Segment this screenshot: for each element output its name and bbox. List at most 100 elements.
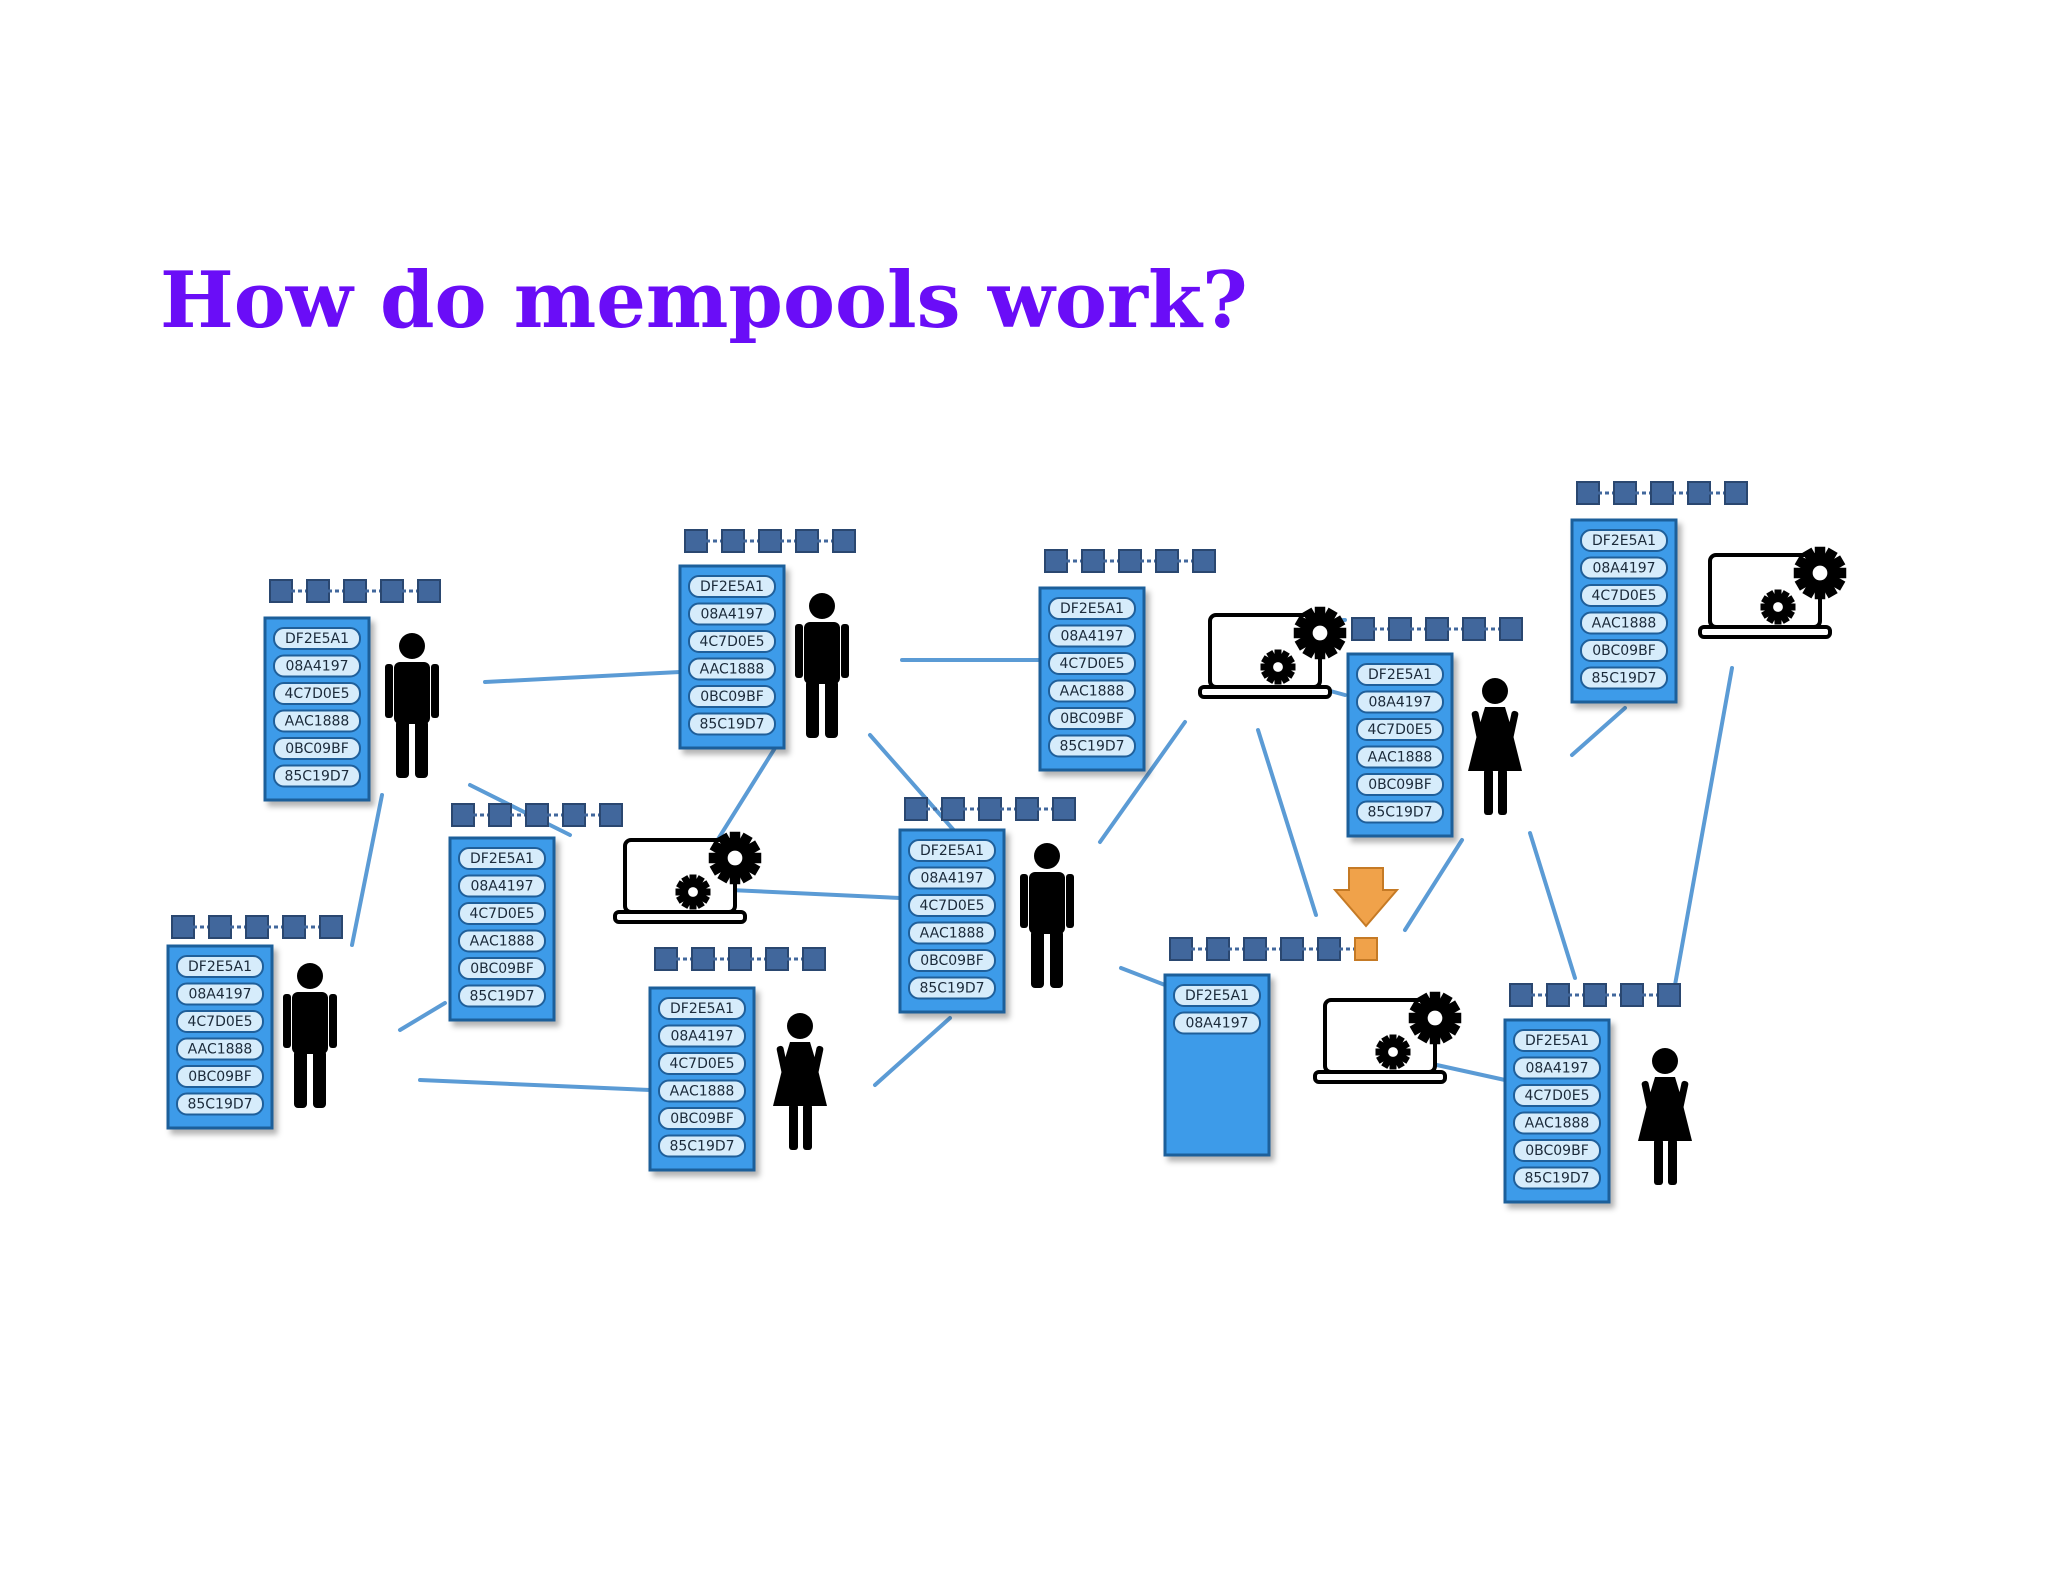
transaction-id: 85C19D7: [469, 989, 534, 1005]
blockchain: [1576, 481, 1748, 505]
transaction-id: DF2E5A1: [670, 1001, 734, 1017]
transaction-id: 85C19D7: [1591, 671, 1656, 687]
transaction-pill: [1513, 1029, 1601, 1052]
network-link: [1528, 831, 1577, 980]
blockchain: [451, 803, 623, 827]
transaction-id: 08A4197: [920, 871, 983, 887]
transaction-pill: [1173, 984, 1261, 1007]
transaction-pill: [273, 709, 361, 733]
block-square: [343, 579, 367, 603]
transaction-id: DF2E5A1: [1185, 988, 1249, 1004]
transaction-id: 0BC09BF: [470, 961, 534, 977]
network-node: DF2E5A108A41974C7D0E5AAC18880BC09BF85C19…: [648, 947, 827, 1172]
block-square: [599, 803, 623, 827]
block-square: [941, 797, 965, 821]
network-node: DF2E5A108A41974C7D0E5AAC18880BC09BF85C19…: [898, 797, 1076, 1014]
block-square: [1657, 983, 1681, 1007]
transaction-id: 4C7D0E5: [187, 1014, 252, 1030]
transaction-pill: [458, 902, 546, 925]
transaction-pill: [688, 602, 776, 626]
transaction-pill: [458, 847, 546, 870]
transaction-pill: [458, 874, 546, 898]
block-square: [691, 947, 715, 971]
network-link: [350, 793, 384, 947]
transaction-id: 08A4197: [1368, 695, 1431, 711]
network-nodes: DF2E5A108A41974C7D0E5AAC18880BC09BF85C19…: [166, 481, 1847, 1204]
block-square: [451, 803, 475, 827]
transaction-pill: [176, 982, 264, 1006]
network-link: [418, 1078, 652, 1092]
transaction-id: 0BC09BF: [1592, 643, 1656, 659]
block-square: [832, 529, 856, 553]
block-square: [1613, 481, 1637, 505]
transaction-pill: [1048, 597, 1136, 620]
transaction-pill: [1513, 1056, 1601, 1080]
transaction-id: 85C19D7: [699, 717, 764, 733]
network-link: [1119, 966, 1167, 987]
block-square: [1280, 937, 1304, 961]
man-icon: [283, 963, 337, 1108]
block-square: [1044, 549, 1068, 573]
network-link: [468, 783, 572, 837]
transaction-id: 08A4197: [700, 607, 763, 623]
transaction-id: 4C7D0E5: [699, 634, 764, 650]
mining-laptop-icon: [1198, 606, 1347, 699]
transaction-pill: [1356, 690, 1444, 714]
transaction-pill: [1580, 666, 1668, 690]
block-square: [282, 915, 306, 939]
transaction-id: 08A4197: [1060, 629, 1123, 645]
page-title: How do mempools work?: [160, 255, 1248, 346]
transaction-pill: [273, 654, 361, 678]
block-square: [1687, 481, 1711, 505]
transaction-id: AAC1888: [470, 934, 535, 950]
block-square: [765, 947, 789, 971]
block-square: [1724, 481, 1748, 505]
transaction-id: DF2E5A1: [285, 631, 349, 647]
transaction-pill: [1580, 556, 1668, 580]
network-link: [1403, 838, 1464, 932]
transaction-id: AAC1888: [920, 926, 985, 942]
transaction-pill: [1356, 718, 1444, 741]
transaction-id: 08A4197: [1592, 561, 1655, 577]
transaction-id: 4C7D0E5: [1591, 588, 1656, 604]
block-square: [721, 529, 745, 553]
transaction-id: 0BC09BF: [1060, 711, 1124, 727]
transaction-id: AAC1888: [188, 1042, 253, 1058]
transaction-pill: [658, 1079, 746, 1103]
transaction-pill: [908, 949, 996, 972]
transaction-pill: [658, 997, 746, 1020]
transaction-pill: [1513, 1111, 1601, 1135]
down-arrow-icon: [1332, 867, 1400, 928]
transaction-pill: [1513, 1084, 1601, 1107]
transaction-pill: [176, 1010, 264, 1033]
transaction-id: 85C19D7: [1524, 1171, 1589, 1187]
blockchain: [1509, 983, 1681, 1007]
transaction-id: 85C19D7: [187, 1097, 252, 1113]
network-link: [1673, 666, 1734, 987]
woman-icon: [1468, 678, 1522, 815]
transaction-id: DF2E5A1: [1592, 533, 1656, 549]
block-square: [319, 915, 343, 939]
block-square: [684, 529, 708, 553]
network-link: [873, 1016, 952, 1087]
transaction-id: 0BC09BF: [920, 953, 984, 969]
block-square: [1499, 617, 1523, 641]
transaction-id: 08A4197: [285, 659, 348, 675]
transaction-id: 4C7D0E5: [1059, 656, 1124, 672]
network-node: DF2E5A108A41974C7D0E5AAC18880BC09BF85C19…: [1346, 617, 1523, 838]
transaction-pill: [688, 712, 776, 736]
transaction-id: AAC1888: [670, 1084, 735, 1100]
transaction-id: 4C7D0E5: [1367, 722, 1432, 738]
blockchain: [654, 947, 826, 971]
transaction-pill: [658, 1052, 746, 1075]
transaction-pill: [908, 839, 996, 862]
blockchain: [684, 529, 856, 553]
network-node: DF2E5A108A41974C7D0E5AAC18880BC09BF85C19…: [678, 529, 856, 750]
transaction-pill: [658, 1024, 746, 1048]
transaction-pill: [688, 657, 776, 681]
block-square: [1243, 937, 1267, 961]
blockchain: [171, 915, 343, 939]
transaction-id: 4C7D0E5: [919, 898, 984, 914]
transaction-id: 0BC09BF: [1368, 777, 1432, 793]
